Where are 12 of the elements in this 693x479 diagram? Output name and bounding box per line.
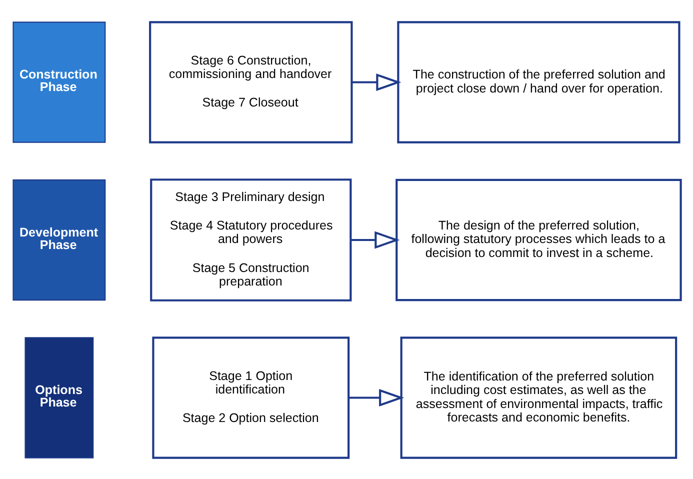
node-box: The identification of the preferred solution including cost estimates, as well as the assessment of environmental impacts, traffic forecasts and economic benefits. <box>400 336 677 458</box>
node-box: Options Phase <box>24 336 94 458</box>
arrow <box>351 72 401 91</box>
node-box: The construction of the preferred solution and project close down / hand over for operation. <box>396 20 680 143</box>
node-box: Construction Phase <box>12 21 106 142</box>
node-box: Stage 1 Option identification Stage 2 Option selection <box>152 336 350 458</box>
node-box: Stage 6 Construction, commissioning and handover Stage 7 Closeout <box>148 20 352 143</box>
node-box: The design of the preferred solution, following statutory processes which leads to a decision to commit to invest in a scheme. <box>395 178 682 301</box>
node-box: Development Phase <box>12 178 106 300</box>
arrow <box>348 388 404 406</box>
arrow <box>350 230 400 248</box>
node-box: Stage 3 Preliminary design Stage 4 Statutory procedures and powers Stage 5 Construction preparation <box>150 178 352 301</box>
